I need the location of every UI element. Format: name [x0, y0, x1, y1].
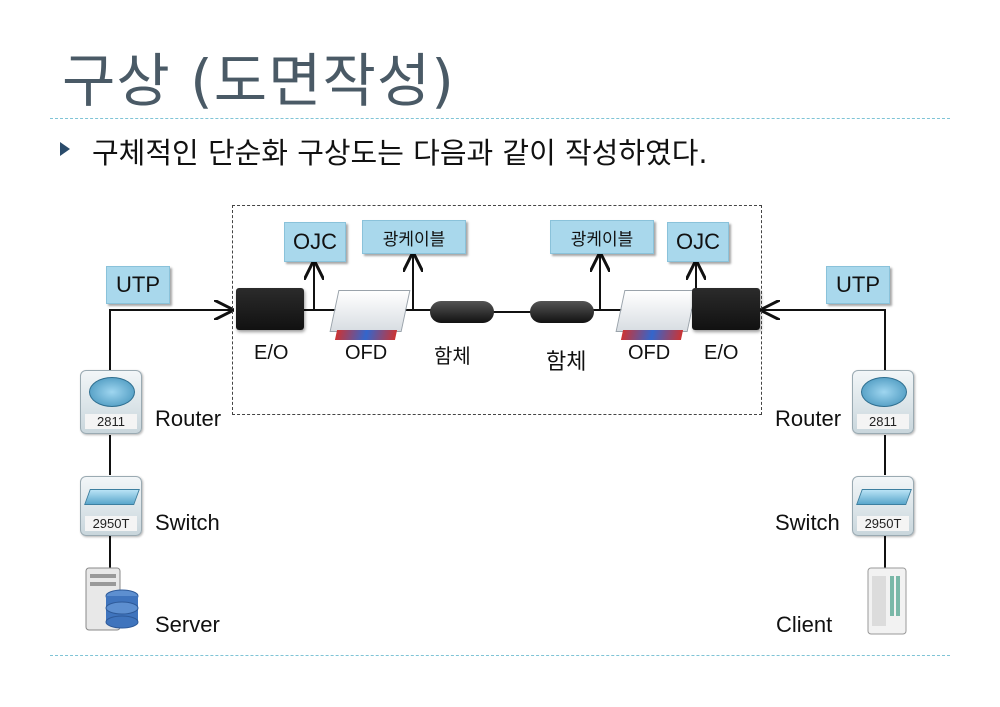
utp-tag-left: UTP	[106, 266, 170, 304]
ofd-label-left: OFD	[345, 342, 388, 364]
eo-label-left: E/O	[254, 342, 289, 364]
right-utp-line	[762, 310, 886, 370]
page-title: 구상 (도면작성)	[62, 47, 455, 115]
switch-left-label: Switch	[155, 510, 220, 535]
router-left-model: 2811	[85, 414, 137, 429]
ojc-tag-right: OJC	[667, 222, 729, 262]
footer-divider	[50, 655, 950, 656]
fiber-section-boundary	[232, 205, 762, 415]
closure-label-right: 함체	[546, 350, 587, 375]
switch-right-model: 2950T	[857, 516, 909, 531]
ofd-label-right: OFD	[628, 342, 671, 364]
router-right-icon: 2811	[852, 370, 914, 434]
eo-converter-left-icon	[236, 288, 304, 330]
ofd-right-icon	[615, 290, 697, 340]
closure-label-left: 함체	[434, 344, 471, 368]
client-icon	[867, 567, 907, 635]
switch-right-label: Switch	[775, 510, 840, 535]
server-label: Server	[155, 612, 220, 637]
left-utp-line	[109, 310, 232, 370]
subtitle: 구체적인 단순화 구상도는 다음과 같이 작성하였다.	[92, 136, 708, 170]
router-right-model: 2811	[857, 414, 909, 429]
client-label: Client	[776, 612, 833, 637]
router-left-icon: 2811	[80, 370, 142, 434]
splice-closure-right-icon	[530, 301, 594, 323]
bullet-icon	[60, 142, 70, 156]
fiber-cable-tag-right: 광케이블	[550, 220, 654, 254]
eo-converter-right-icon	[692, 288, 760, 330]
router-left-label: Router	[155, 406, 222, 431]
fiber-cable-tag-left: 광케이블	[362, 220, 466, 254]
utp-tag-right: UTP	[826, 266, 890, 304]
switch-right-icon: 2950T	[852, 476, 914, 536]
switch-left-icon: 2950T	[80, 476, 142, 536]
splice-closure-left-icon	[430, 301, 494, 323]
router-right-label: Router	[775, 406, 842, 431]
server-icon	[85, 567, 139, 631]
ofd-left-icon	[329, 290, 411, 340]
switch-left-model: 2950T	[85, 516, 137, 531]
ojc-tag-left: OJC	[284, 222, 346, 262]
title-divider	[50, 118, 950, 119]
eo-label-right: E/O	[704, 342, 739, 364]
